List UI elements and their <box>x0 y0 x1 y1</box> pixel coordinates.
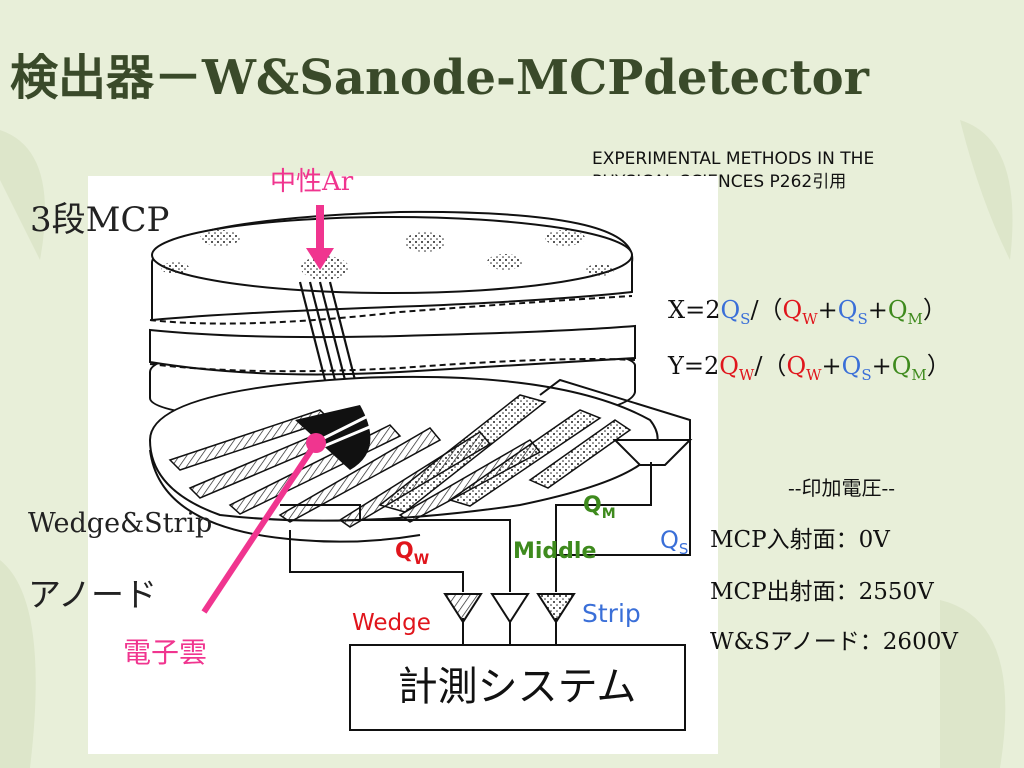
neutral-ar-label: 中性Ar <box>270 167 354 197</box>
anode-label-line-2: アノード <box>28 575 158 614</box>
mcp-top-surface <box>151 216 633 294</box>
qm-label: QM <box>583 493 616 522</box>
equation-x: X=2QS/（QW+QS+QM） <box>668 296 947 328</box>
amplifier-wedge <box>443 593 483 624</box>
mcp-plate-2 <box>149 324 636 376</box>
electron-cloud-sector <box>295 405 371 470</box>
electron-channels <box>298 281 357 381</box>
mcp-pore-clusters <box>161 230 614 280</box>
equation-y: Y=2QW/（QW+QS+QM） <box>668 352 951 384</box>
voltage-anode: W&Sアノード：2600V <box>710 629 958 655</box>
voltage-mcp-in: MCP入射面：0V <box>710 527 890 553</box>
wedge-label: Wedge <box>352 610 431 636</box>
qw-label: QW <box>395 539 429 568</box>
qs-label: QS <box>660 526 688 558</box>
amplifier-middle <box>490 593 530 624</box>
electron-cloud-label: 電子雲 <box>123 636 207 669</box>
strip-label: Strip <box>582 599 641 628</box>
citation-line-1: EXPERIMENTAL METHODS IN THE <box>592 149 875 169</box>
measurement-system-label: 計測システム <box>398 664 637 710</box>
amplifiers <box>443 593 576 624</box>
amplifier-strip <box>536 593 576 624</box>
voltage-mcp-out: MCP出射面：2550V <box>710 579 934 605</box>
mcp-label: 3段MCP <box>30 200 170 240</box>
electron-cloud-pointer <box>201 433 326 614</box>
anode-label-line-1: Wedge&Strip <box>28 508 213 539</box>
measurement-system-box <box>349 644 686 731</box>
voltage-header: --印加電圧-- <box>788 476 896 500</box>
middle-label: Middle <box>513 539 596 564</box>
page-title: 検出器－W&Sanode-MCPdetector <box>10 50 869 106</box>
neutral-ar-arrow <box>306 205 334 270</box>
signal-wires <box>280 378 691 645</box>
